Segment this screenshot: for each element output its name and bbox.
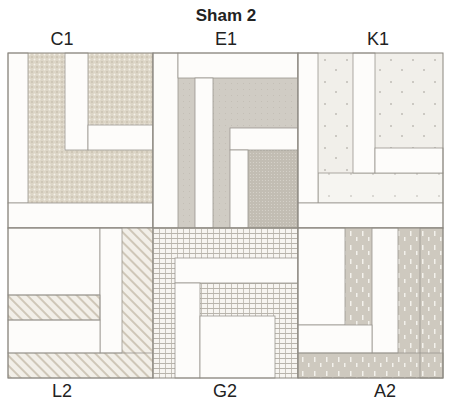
quilt-block [153,53,298,228]
fabric-piece [298,228,443,378]
fabric-seam [8,353,153,378]
fabric-piece [230,128,298,150]
fabric-piece [8,203,153,228]
fabric-piece [298,53,443,203]
fabric-piece [200,316,275,378]
block-label: K1 [367,30,389,50]
fabric-piece [175,258,298,283]
fabric-piece [88,125,153,150]
block-outline [298,228,443,378]
block-label: G2 [213,382,237,402]
fabric-piece [195,78,213,228]
quilt-block [298,228,443,378]
fabric-piece [353,53,375,173]
block-label: C1 [50,30,73,50]
fabric-piece [153,228,298,378]
fabric-piece [298,325,372,353]
fabric-piece [298,228,345,325]
fabric-piece [178,53,298,78]
fabric-piece [8,228,153,378]
fabric-piece [248,150,298,228]
fabric-piece [178,78,298,228]
quilt-block [8,228,153,378]
block-outline [153,228,298,378]
block-outline [8,228,153,378]
fabric-piece [372,228,398,353]
quilt-block [298,53,443,228]
fabric-piece [65,53,88,150]
sham-title: Sham 2 [196,7,256,26]
fabric-piece [230,150,248,228]
block-label: L2 [52,382,72,402]
fabric-piece [375,148,443,173]
fabric-piece [8,320,100,353]
fabric-piece [318,173,443,203]
fabric-seam [8,295,100,320]
fabric-piece [8,228,100,295]
fabric-seam [298,353,443,378]
fabric-piece [298,53,318,203]
block-label: E1 [215,30,237,50]
block-outline [8,53,153,228]
fabric-piece [100,228,122,353]
block-outline [298,53,443,228]
fabric-seam [420,228,443,378]
fabric-piece [153,53,178,228]
fabric-piece [298,203,443,228]
quilt-block [153,228,298,378]
quilt-block [8,53,153,228]
block-outline [153,53,298,228]
fabric-piece [175,283,200,378]
fabric-piece [8,53,28,203]
fabric-piece [8,53,153,203]
block-label: A2 [374,382,396,402]
